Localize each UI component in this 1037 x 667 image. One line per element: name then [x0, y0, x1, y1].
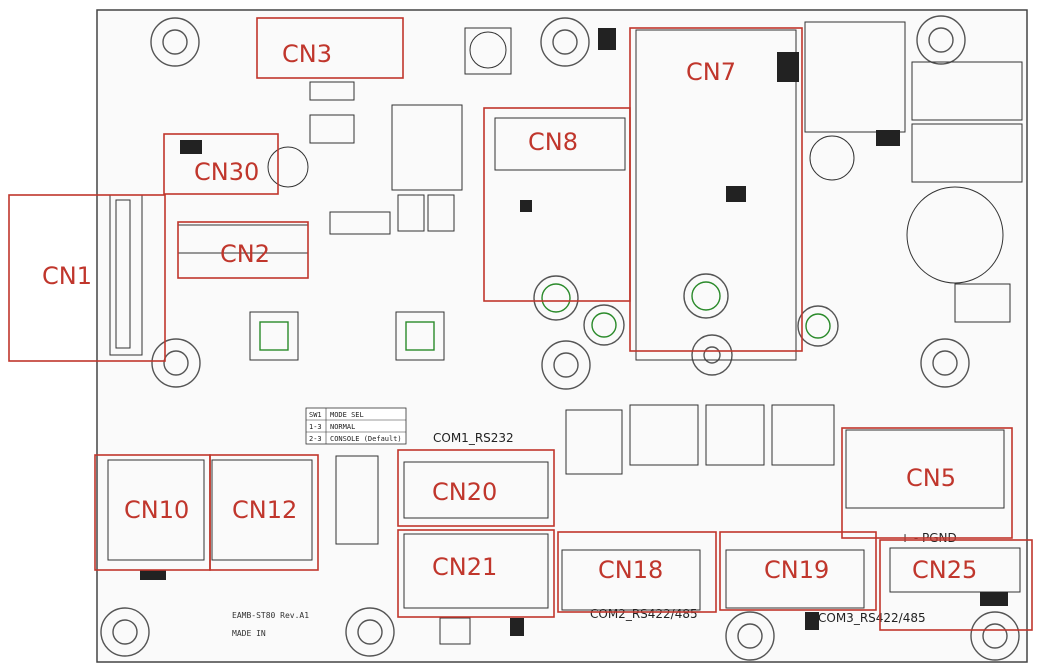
cn12-box [209, 454, 319, 571]
cn20-box [397, 449, 555, 527]
com1-label: COM1_RS232 [433, 431, 514, 445]
com3-label: COM3_RS422/485 [818, 611, 926, 625]
cn8-box [483, 107, 631, 302]
cn25-label: CN25 [912, 556, 977, 584]
cn5-label: CN5 [906, 464, 956, 492]
mode-table-r1c0: 2-3 [309, 435, 322, 443]
cn12-label: CN12 [232, 496, 297, 524]
cn25-box [879, 539, 1033, 631]
cn1-box [8, 194, 166, 362]
com2-label: COM2_RS422/485 [590, 607, 698, 621]
mode-table-r1c1: CONSOLE (Default) [330, 435, 402, 443]
cn19-box [719, 531, 877, 611]
cn18-box [557, 531, 717, 613]
board-id-label: EAMB-ST80 Rev.A1 [232, 611, 309, 620]
cn21-label: CN21 [432, 553, 497, 581]
mode-table-h1: MODE SEL [330, 411, 364, 419]
cn21-box [397, 529, 555, 618]
mode-table-r0c0: 1-3 [309, 423, 322, 431]
cn7-label: CN7 [686, 58, 736, 86]
made-in-label: MADE IN [232, 629, 266, 638]
cn19-label: CN19 [764, 556, 829, 584]
callouts: CN3 CN7 CN8 CN30 CN2 CN1 CN5 CN10 CN12 C… [8, 17, 1033, 631]
cn10-label: CN10 [124, 496, 189, 524]
cn3-label: CN3 [282, 40, 332, 68]
cn8-label: CN8 [528, 128, 578, 156]
cn20-label: CN20 [432, 478, 497, 506]
cn3-box [256, 17, 404, 79]
cn5-box [841, 427, 1013, 539]
cn30-label: CN30 [194, 158, 259, 186]
mode-table-h0: SW1 [309, 411, 322, 419]
cn18-label: CN18 [598, 556, 663, 584]
mode-table-r0c1: NORMAL [330, 423, 355, 431]
mounting-holes [100, 15, 1020, 661]
connector-pins [403, 461, 865, 611]
mode-select-table: SW1 MODE SEL 1-3 NORMAL 2-3 CONSOLE (Def… [305, 407, 407, 445]
cn30-box [163, 133, 279, 195]
cn2-box [177, 221, 309, 279]
cn2-label: CN2 [220, 240, 270, 268]
cn1-label: CN1 [42, 262, 92, 290]
components [107, 21, 1023, 645]
